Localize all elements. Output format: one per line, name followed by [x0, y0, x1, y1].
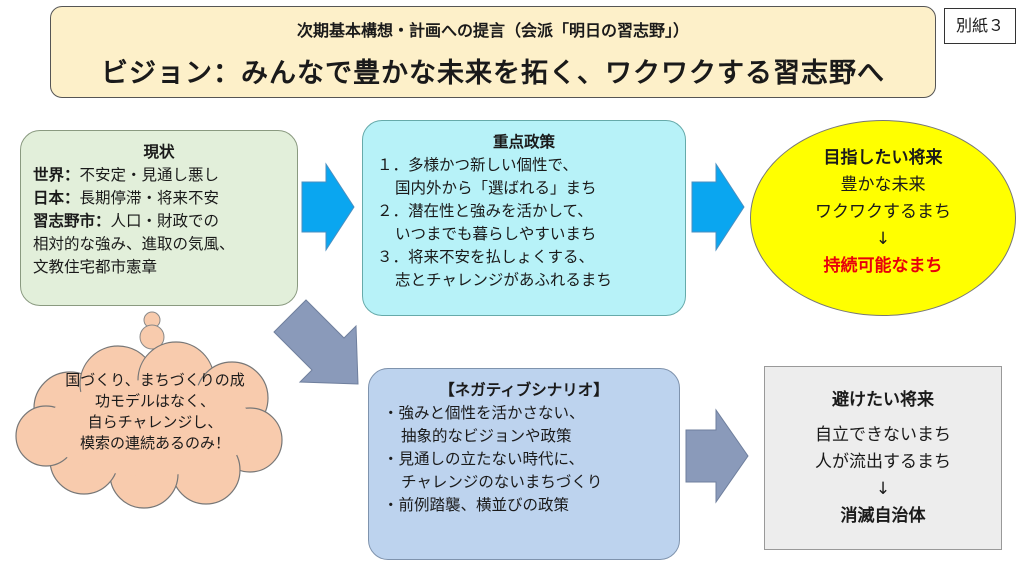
current-world: 世界：不安定・見通し悪し: [33, 166, 220, 184]
avoided-future-box: 避けたい将来 自立できないまち 人が流出するまち ↓ 消滅自治体: [764, 366, 1002, 550]
policy-item-2-detail: いつまでも暮らしやすいまち: [395, 225, 597, 243]
policy-heading: 重点政策: [492, 133, 555, 151]
policy-item-3: ３．将来不安を払しょくする、: [377, 248, 595, 266]
negative-item-3: ・前例踏襲、横並びの政策: [383, 496, 570, 514]
negative-item-2: ・見通しの立たない時代に、: [383, 450, 585, 468]
current-situation-box: 現状 世界：不安定・見通し悪し 日本：長期停滞・将来不安 習志野市：人口・財政で…: [20, 130, 298, 306]
negative-item-1-detail: 抽象的なビジョンや政策: [401, 427, 572, 445]
policy-item-3-detail: 志とチャレンジがあふれるまち: [395, 271, 612, 289]
goal-result: 持続可能なまち: [823, 256, 943, 276]
cloud-text: 国づくり、まちづくりの成功モデルはなく、 自らチャレンジし、 模索の連続あるのみ…: [40, 370, 270, 454]
arrow-current-to-policy: [301, 162, 355, 252]
avoid-line1: 自立できないまち: [815, 425, 951, 445]
negative-item-2-detail: チャレンジのないまちづくり: [401, 473, 603, 491]
avoid-result: 消滅自治体: [840, 506, 926, 526]
thought-bubble-large: [139, 324, 165, 350]
arrow-current-to-negative: [273, 299, 359, 385]
page-title: ビジョン：みんなで豊かな未来を拓く、ワクワクする習志野へ: [101, 58, 885, 89]
cloud-line2: 自らチャレンジし、: [87, 413, 223, 431]
policy-item-2: ２．潜在性と強みを活かして、: [377, 202, 593, 220]
avoid-heading: 避けたい将来: [832, 390, 934, 410]
avoid-line2: 人が流出するまち: [815, 452, 951, 472]
goal-heading: 目指したい将来: [823, 148, 943, 168]
title-box: 次期基本構想・計画への提言（会派「明日の習志野」） ビジョン：みんなで豊かな未来…: [50, 6, 936, 98]
goal-line1: 豊かな未来: [840, 175, 926, 195]
cloud-line3: 模索の連続あるのみ！: [79, 434, 230, 452]
negative-item-1: ・強みと個性を活かさない、: [383, 404, 585, 422]
desired-future-ellipse: 目指したい将来 豊かな未来 ワクワクするまち ↓ 持続可能なまち: [750, 120, 1016, 316]
avoid-arrow: ↓: [875, 479, 891, 499]
current-japan: 日本：長期停滞・将来不安: [33, 189, 220, 207]
negative-scenario-box: 【ネガティブシナリオ】 ・強みと個性を活かさない、 抽象的なビジョンや政策 ・見…: [368, 368, 680, 560]
negative-heading: 【ネガティブシナリオ】: [439, 381, 609, 399]
subtitle: 次期基本構想・計画への提言（会派「明日の習志野」）: [296, 21, 689, 40]
arrow-negative-to-avoid: [685, 408, 749, 504]
cloud-line1: 国づくり、まちづくりの成功モデルはなく、: [65, 371, 245, 410]
policy-item-1-detail: 国内外から「選ばれる」まち: [395, 179, 597, 197]
current-city-line3: 文教住宅都市憲章: [33, 258, 158, 276]
appendix-label: 別紙３: [944, 8, 1016, 44]
arrow-policy-to-goal: [691, 162, 745, 252]
goal-arrow: ↓: [875, 229, 891, 249]
current-city: 習志野市：人口・財政での: [33, 212, 220, 230]
priority-policy-box: 重点政策 １．多様かつ新しい個性で、 国内外から「選ばれる」まち ２．潜在性と強…: [362, 120, 686, 316]
current-city-line2: 相対的な強み、進取の気風、: [33, 235, 235, 253]
goal-line2: ワクワクするまち: [815, 202, 951, 222]
current-heading: 現状: [143, 143, 175, 161]
policy-item-1: １．多様かつ新しい個性で、: [377, 156, 578, 174]
